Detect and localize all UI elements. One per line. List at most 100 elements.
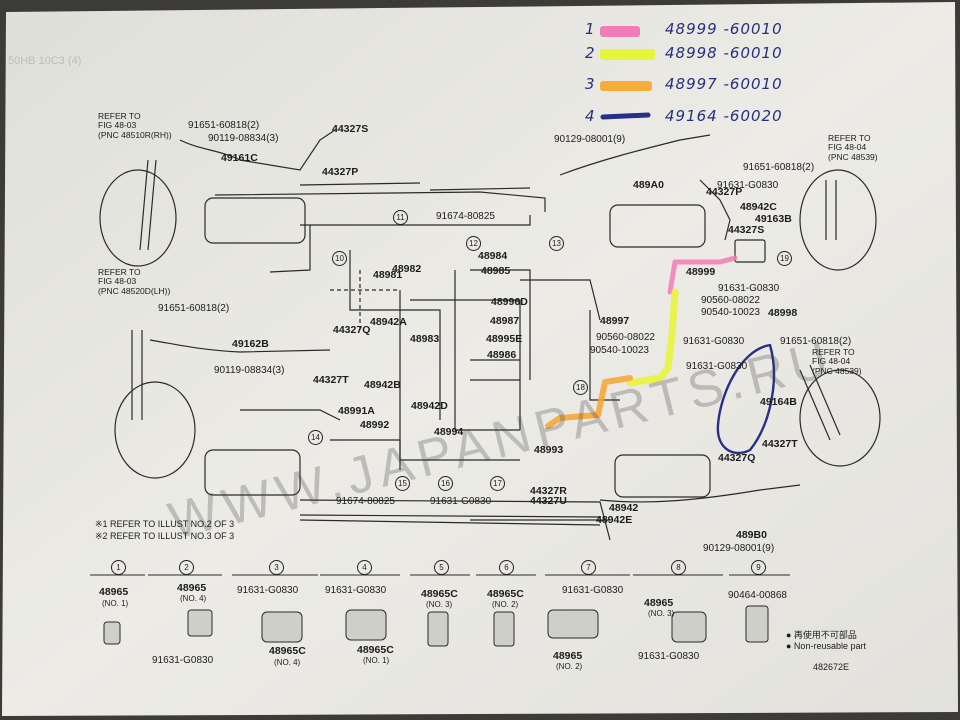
legend-part-2: 48998 -60010 [665,44,783,62]
subassy-fastener: 91631-G0830 [237,585,299,596]
part-label: 48982 [392,263,422,275]
part-label: 90129-08001(9) [554,134,626,145]
part-label: 49161C [221,152,258,164]
part-label: 48991A [338,405,375,417]
part-label: 91674-80825 [436,211,495,222]
part-label: 44327R [530,485,567,497]
subassy-note: (NO. 2) [492,600,519,609]
orange-pipe-48997 [545,375,633,429]
part-label: 91674-80825 [336,496,395,507]
refer-note-top-right: REFER TO FIG 48-04 (PNC 48539) [828,133,878,162]
callout-circle: 11 [393,210,408,225]
part-label: 48983 [410,333,440,345]
subassy-note: (NO. 3) [426,600,453,609]
part-label: 49163B [755,213,792,225]
part-label: 90540-10023 [590,345,649,356]
illustration-code: 482672E [813,662,850,672]
part-label: 48942E [596,514,633,526]
subassy-fastener: 90464-00868 [728,590,787,601]
subassy-num: 7 [581,560,596,575]
callout-circle: 15 [395,476,410,491]
part-label: 48984 [478,250,508,262]
part-label: 48998 [768,307,798,319]
legend-part-3: 48997 -60010 [665,75,783,93]
yellow-pipe-48998 [626,288,679,387]
subassy-note: (NO. 1) [102,599,129,608]
subassy-num: 9 [751,560,766,575]
part-label: 91651-60818(2) [158,303,230,314]
legend-num-4: 4 [585,107,596,125]
part-label: 90560-08022 [596,332,655,343]
callout-circle: 16 [438,476,453,491]
subassy-part: 48965 [99,586,129,598]
part-label: 44327T [762,438,798,450]
subassy-num: 3 [269,560,284,575]
subassy-num: 5 [434,560,449,575]
pink-pipe-48999 [667,255,738,295]
subassy-part: 48965 [177,582,207,594]
illust-note-2: ※2 REFER TO ILLUST NO.3 OF 3 [95,531,235,541]
non-reusable-jp: ● 再使用不可部品 [786,630,857,640]
legend-num-3: 3 [585,75,596,93]
part-label: 48942C [740,201,777,213]
part-label: 48981 [373,269,403,281]
subassy-fastener: 91631-G0830 [152,655,214,666]
part-label: 90129-08001(9) [703,543,775,554]
subassy-num: 6 [499,560,514,575]
part-label: 44327P [706,186,743,198]
part-label: 44327Q [718,452,756,464]
faded-title: 50HB 10C3 (4) [8,55,82,67]
subassy-part: 48965C [357,644,394,656]
subassy-part: 48965C [269,645,306,657]
subassy-part: 48965 [553,650,583,662]
subassy-part: 48965 [644,597,674,609]
subassy-num: 2 [179,560,194,575]
part-label: 48995E [486,333,523,345]
part-label: 91631-G0830 [686,361,748,372]
subassy-num: 1 [111,560,126,575]
part-label: 49162B [232,338,269,350]
subassy-parts [103,605,769,647]
blue-circle-49164 [716,343,776,455]
legend-num-2: 2 [585,44,596,62]
part-label: 48987 [490,315,520,327]
part-label: 48992 [360,419,390,431]
part-label: 90540-10023 [701,307,760,318]
part-label: 49164B [760,396,797,408]
part-label: 48985 [481,265,511,277]
callout-circle: 10 [332,251,347,266]
part-label: 489B0 [736,529,767,541]
refer-note-mid-right: REFER TO FIG 48-04 (PNC 48539) [812,347,862,376]
part-label: 44327S [332,123,369,135]
part-label: 48942D [411,400,448,412]
subassy-fastener: 91631-G0830 [638,651,700,662]
part-label: 91631-G0830 [430,496,492,507]
part-label: 48997 [600,315,630,327]
callout-circle: 17 [490,476,505,491]
subassy-num: 8 [671,560,686,575]
part-label: 48986 [487,349,517,361]
part-label: 48993 [534,444,564,456]
subassy-part: 48965C [421,588,458,600]
part-label: 91631-G0830 [718,283,780,294]
part-label: 48942 [609,502,639,514]
part-label: 489A0 [633,179,664,191]
callout-circle: 18 [573,380,588,395]
part-label: 91651-60818(2) [780,336,852,347]
part-label: 91651-60818(2) [188,120,260,131]
legend-part-4: 49164 -60020 [665,107,783,125]
part-label: 44327S [728,224,765,236]
part-label: 90119-08834(3) [214,365,285,376]
highlight-marks [545,255,776,455]
part-label: 48994 [434,426,464,438]
refer-note-top-left: REFER TO FIG 48-03 (PNC 48510R(RH)) [98,111,172,140]
subassy-note: (NO. 4) [274,658,301,667]
subassy-note: (NO. 3) [648,609,675,618]
callout-circle: 13 [549,236,564,251]
refer-note-mid-left: REFER TO FIG 48-03 (PNC 48520D(LH)) [98,267,171,296]
subassy-note: (NO. 2) [556,662,583,671]
part-label: 91631-G0830 [683,336,745,347]
part-label: 48996D [491,296,528,308]
